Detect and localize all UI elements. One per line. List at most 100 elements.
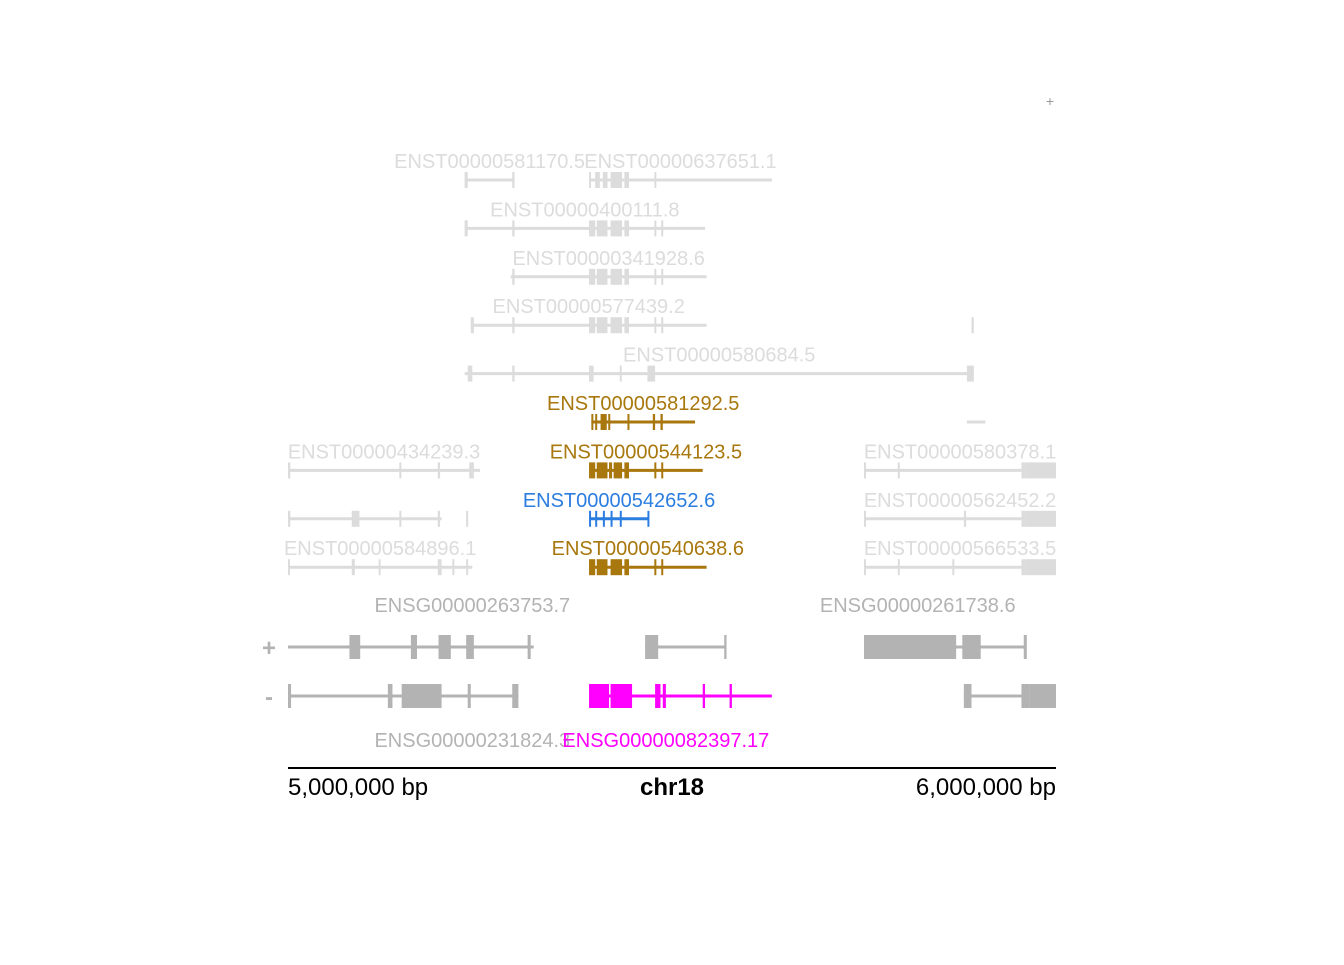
transcript-label: ENST00000400111.8 (490, 199, 679, 221)
transcript-exon (512, 365, 515, 382)
transcript[interactable]: ENST00000580378.1 (864, 441, 1056, 479)
transcript[interactable]: ENST00000581292.5 (547, 393, 739, 430)
gene-exon (702, 684, 706, 708)
transcript-exon (610, 559, 623, 576)
transcript-exon (613, 462, 623, 479)
transcript[interactable] (288, 510, 469, 527)
transcript[interactable]: ENST00000544123.5 (550, 441, 742, 479)
transcript[interactable]: ENST00000540638.6 (552, 538, 744, 576)
transcript-exon (464, 172, 468, 188)
transcript-exon (467, 365, 473, 382)
transcript-label: ENST00000580684.5 (623, 345, 815, 367)
transcript[interactable]: ENST00000434239.3 (288, 441, 480, 479)
gene-model[interactable]: ENSG00000082397.17 (562, 684, 772, 752)
transcript[interactable]: ENST00000584896.1 (284, 538, 476, 576)
gene-track: ENSG00000263753.7 ENSG00000261738.6ENSG00… (288, 595, 1056, 752)
transcript-exon (512, 317, 515, 334)
gene-exon (466, 635, 474, 659)
transcript-label: ENST00000581170.5 (394, 151, 585, 173)
transcript-label: ENST00000542652.6 (523, 490, 715, 512)
transcript[interactable]: ENST00000580684.5 (464, 345, 974, 382)
axis-start-label: 5,000,000 bp (288, 774, 428, 801)
transcript[interactable]: ENST00000400111.8 (464, 199, 706, 237)
transcript-label: ENST00000540638.6 (552, 538, 744, 560)
gene-exon (288, 684, 292, 708)
transcript[interactable]: ENST00000566533.5 (864, 538, 1056, 576)
transcript[interactable]: ENST00000341928.6 (510, 248, 707, 285)
gene-model[interactable]: ENSG00000261738.6 (820, 595, 1027, 659)
transcript[interactable]: ENST00000542652.6 (523, 490, 715, 527)
transcript-exon (602, 172, 608, 188)
gene-model[interactable]: ENSG00000263753.7 (288, 595, 570, 659)
transcript-exon (963, 510, 967, 527)
transcript-exon (466, 510, 469, 527)
transcript-exon (661, 317, 664, 334)
transcript[interactable]: ENST00000577439.2 (470, 296, 974, 334)
axis-chrom-label: chr18 (640, 774, 704, 801)
transcript-exon (864, 462, 866, 479)
transcript-exon (437, 462, 441, 479)
transcript-label: ENST00000584896.1 (284, 538, 476, 560)
transcript-exon (654, 220, 657, 237)
transcript-exon (466, 559, 469, 576)
transcript-exon (610, 268, 623, 285)
gene-exon (962, 635, 981, 659)
transcript-exon (610, 220, 623, 237)
transcript-exon (966, 365, 974, 382)
transcript-label: ENST00000580378.1 (864, 441, 1056, 463)
transcript-exon (595, 510, 598, 527)
transcript-exon (897, 559, 900, 576)
gene-exon (729, 684, 732, 708)
gene-model[interactable] (963, 684, 1056, 708)
transcript-exon (610, 317, 623, 334)
transcript-exon (654, 268, 657, 285)
transcript-exon (1021, 462, 1026, 479)
transcript-exon (452, 559, 455, 576)
gene-label: ENSG00000261738.6 (820, 595, 1016, 617)
transcript-exon (589, 172, 592, 188)
transcript-exon (464, 220, 468, 237)
strand-plus-corner-label: + (1046, 93, 1054, 109)
gene-exon (467, 684, 471, 708)
transcript-exon (512, 268, 515, 285)
transcript-label: ENST00000577439.2 (492, 296, 684, 318)
transcript-exon (624, 317, 629, 334)
transcript-exon (660, 414, 663, 430)
transcript-exon (619, 365, 622, 382)
gene-exon (349, 635, 361, 659)
transcript-exon (437, 559, 442, 576)
transcript-exon (897, 462, 900, 479)
transcript-exon (589, 220, 596, 237)
transcript-exon (654, 317, 657, 334)
transcript-exon (661, 462, 664, 479)
gene-model[interactable]: ENSG00000231824.3 (288, 684, 570, 752)
transcript-exon (1025, 510, 1056, 527)
gene-label: ENSG00000082397.17 (562, 730, 769, 752)
transcript-exon (624, 220, 629, 237)
transcript-exon (512, 220, 515, 237)
transcript-exon (661, 559, 664, 576)
gene-exon (1021, 684, 1030, 708)
gene-exon (438, 635, 451, 659)
gene-model[interactable] (645, 635, 727, 659)
transcript-exon (589, 317, 596, 334)
transcript-exon (952, 559, 955, 576)
transcript-exon (1025, 462, 1056, 479)
transcript[interactable]: ENST00000637651.1 (584, 151, 777, 188)
transcript-exon (589, 462, 596, 479)
transcript-exon (288, 559, 290, 576)
transcript-exon (609, 462, 613, 479)
transcript[interactable]: ENST00000562452.2 (864, 490, 1056, 527)
transcript[interactable]: ENST00000581170.5 (394, 151, 585, 188)
gene-exon (610, 684, 633, 708)
transcript-exon (399, 462, 402, 479)
transcript-label: ENST00000434239.3 (288, 441, 480, 463)
transcript-exon (652, 414, 656, 430)
transcript-label: ENST00000341928.6 (512, 248, 704, 270)
transcript-exon (627, 414, 630, 430)
transcript-exon (589, 365, 594, 382)
gene-label: ENSG00000263753.7 (374, 595, 570, 617)
gene-exon (1023, 635, 1027, 659)
